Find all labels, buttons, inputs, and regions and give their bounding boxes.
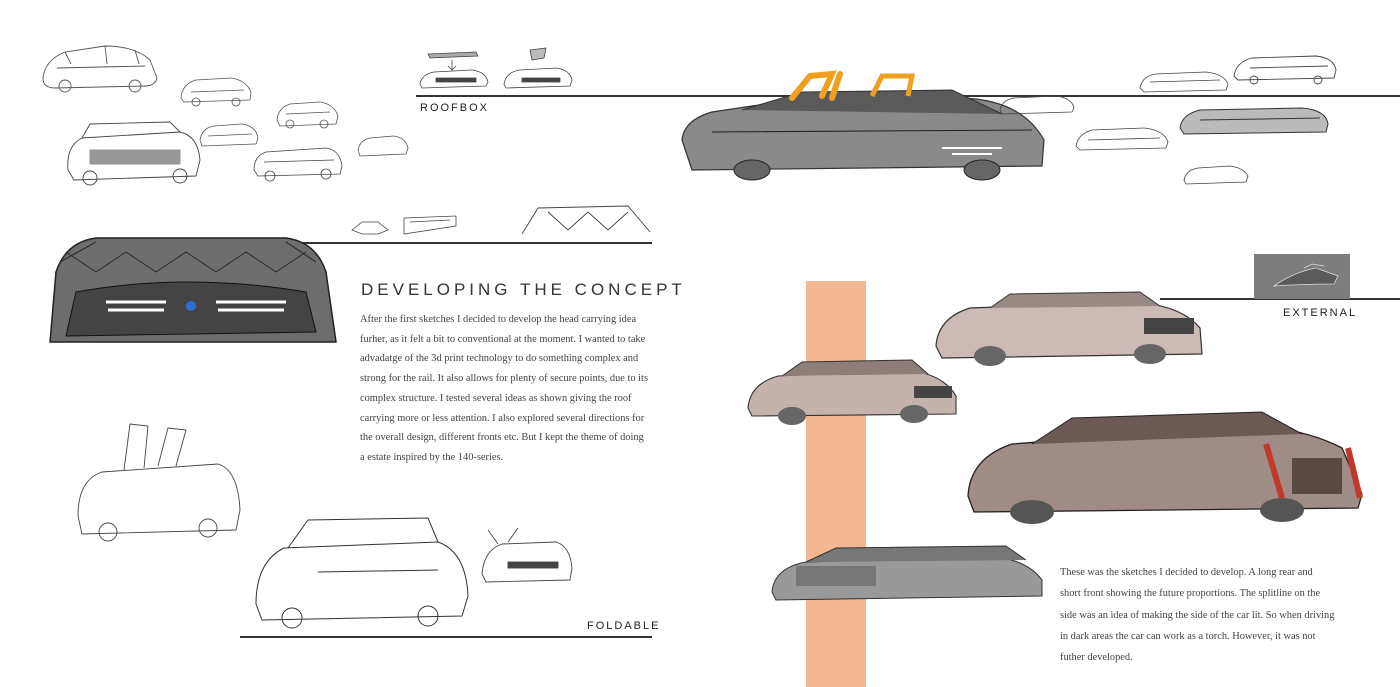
car-sketch-topright-2 bbox=[1233, 55, 1337, 85]
external-car-sketch-2 bbox=[747, 359, 957, 425]
car-sketch-topright-5 bbox=[1075, 127, 1169, 151]
car-sketch-topright-6 bbox=[1183, 165, 1249, 185]
roofbox-sketch-2 bbox=[503, 47, 573, 89]
car-sketch-topleft-2 bbox=[180, 77, 252, 107]
accent-strip bbox=[806, 281, 866, 687]
foldable-label: FOLDABLE bbox=[587, 620, 661, 632]
car-sketch-topleft-3 bbox=[276, 101, 339, 129]
car-sketch-topleft-7 bbox=[357, 135, 409, 157]
hero-car-roof-rack-sketch bbox=[681, 70, 1045, 181]
external-car-blurred-sketch bbox=[771, 545, 1043, 601]
roofbox-label: ROOFBOX bbox=[420, 102, 490, 114]
page-title: DEVELOPING THE CONCEPT bbox=[361, 280, 686, 299]
external-car-rear-sketch bbox=[967, 411, 1363, 524]
external-label: EXTERNAL bbox=[1283, 307, 1358, 319]
external-thumbnail bbox=[1254, 254, 1350, 299]
rail-detail-sketch-3 bbox=[521, 205, 651, 235]
concept-rule bbox=[200, 242, 652, 244]
car-sketch-topleft-1 bbox=[42, 45, 158, 93]
foldable-door-sketch bbox=[77, 423, 241, 542]
foldable-rear-sketch bbox=[481, 528, 573, 583]
concept-description: After the first sketches I decided to de… bbox=[360, 314, 648, 463]
car-sketch-topleft-6 bbox=[253, 147, 343, 182]
sketch-description: These was the sketches I decided to deve… bbox=[1060, 567, 1335, 664]
front-view-car-sketch bbox=[49, 237, 337, 343]
roofbox-sketch-1 bbox=[419, 51, 489, 89]
car-sketch-topright-1 bbox=[1139, 71, 1229, 93]
car-sketch-topleft-5 bbox=[199, 123, 259, 147]
rail-detail-sketch-1 bbox=[351, 221, 389, 235]
car-sketch-topright-3 bbox=[999, 95, 1075, 115]
car-sketch-topright-4 bbox=[1179, 107, 1329, 135]
external-car-sketch-1 bbox=[935, 291, 1203, 366]
rail-detail-sketch-2 bbox=[403, 215, 457, 235]
foldable-rule bbox=[240, 636, 652, 638]
foldable-open-roof-sketch bbox=[255, 517, 469, 629]
car-sketch-topleft-4 bbox=[67, 121, 201, 186]
